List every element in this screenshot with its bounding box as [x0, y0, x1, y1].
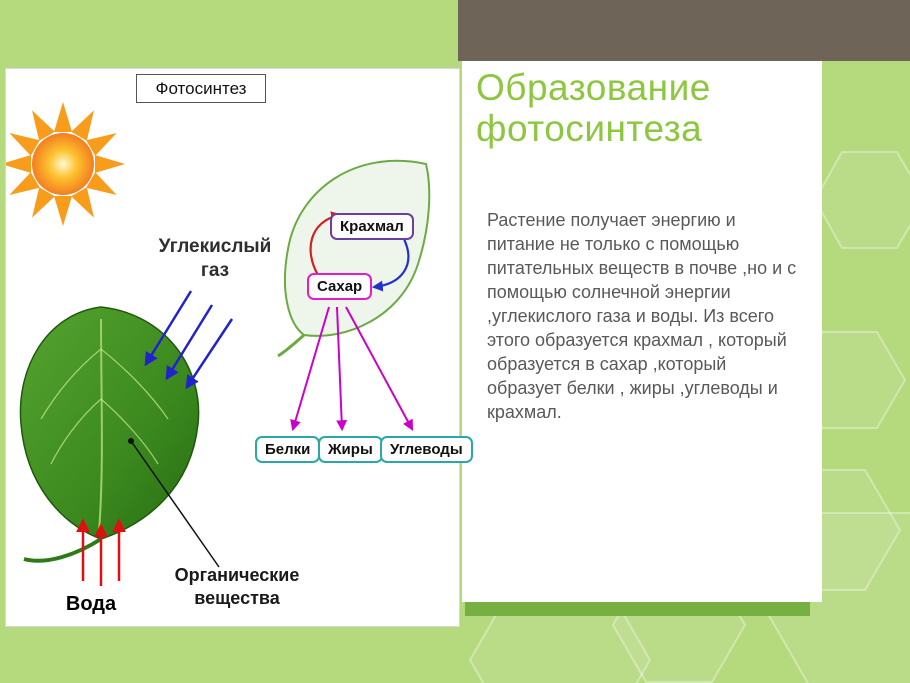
water-label: Вода — [65, 593, 117, 615]
diagram-title: Фотосинтез — [136, 74, 266, 103]
starch-box: Крахмал — [330, 213, 414, 240]
organic-connector-line — [128, 438, 220, 568]
fats-box: Жиры — [318, 436, 383, 463]
header-bar — [458, 0, 910, 61]
pale-leaf-shape — [277, 159, 431, 358]
sugar-box: Сахар — [307, 273, 373, 300]
slide-body-text: Растение получает энергию и питание не т… — [487, 210, 797, 422]
product-arrows — [290, 306, 414, 432]
carbohydrates-box: Углеводы — [380, 436, 473, 463]
sun-icon — [6, 102, 125, 226]
water-arrows — [76, 518, 126, 586]
diagram-artwork — [6, 102, 431, 586]
slide-title: Образование фотосинтеза — [476, 67, 711, 150]
co2-arrows — [144, 290, 234, 390]
co2-label: Углекислый газ — [158, 236, 272, 281]
text-panel: Образование фотосинтеза Растение получае… — [462, 61, 822, 602]
organic-substances-label: Органические вещества — [174, 565, 300, 608]
green-leaf-shape — [19, 306, 200, 563]
accent-bar — [465, 602, 810, 616]
proteins-box: Белки — [255, 436, 321, 463]
photosynthesis-diagram: Фотосинтез Углекислый газ Вода Органичес… — [5, 68, 473, 627]
